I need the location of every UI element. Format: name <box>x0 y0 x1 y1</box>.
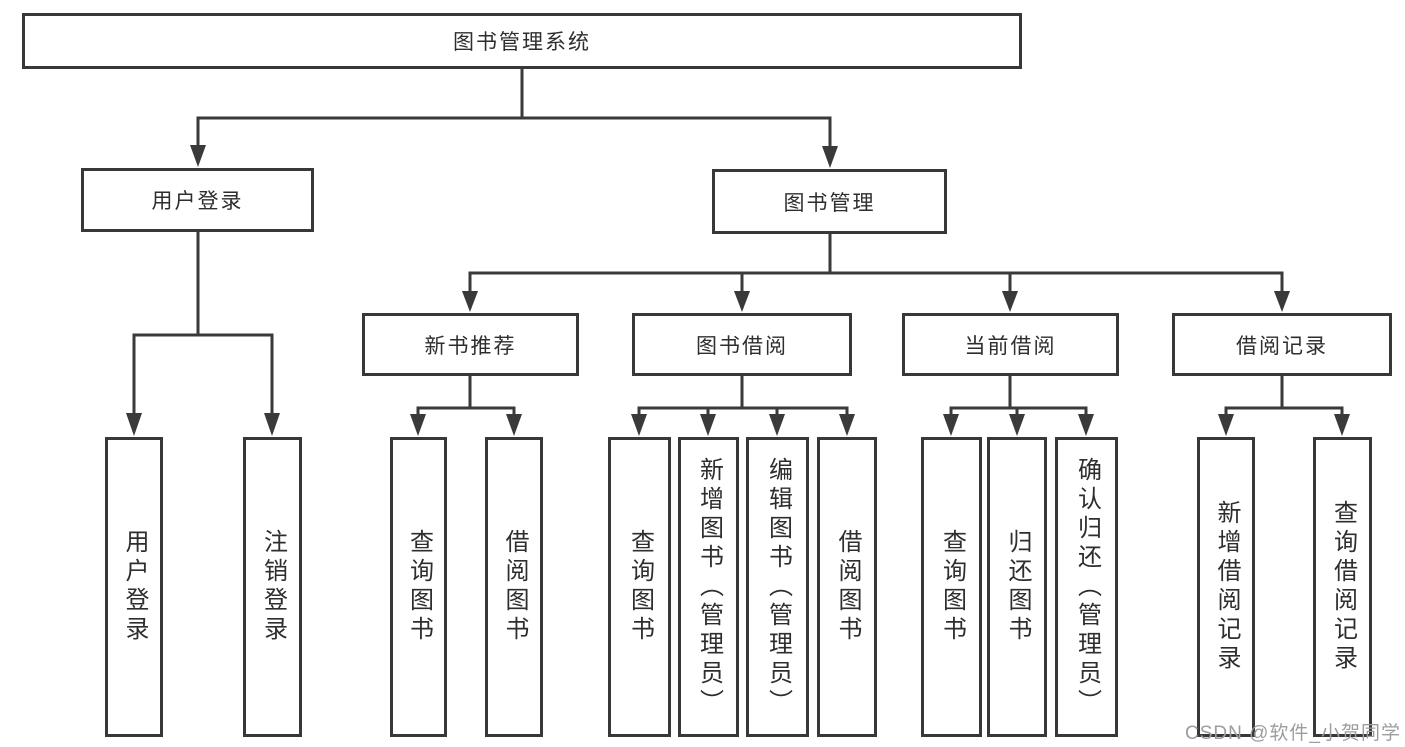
arrowhead-down-icon <box>410 414 426 436</box>
arrowhead-down-icon <box>1009 414 1025 436</box>
arrowhead-down-icon <box>822 146 838 168</box>
node-current-borrow: 当前借阅 <box>902 313 1119 376</box>
node-label: 当前借阅 <box>964 334 1057 358</box>
node-label: 查询图书 <box>626 529 654 645</box>
node-label: 新增图书（管理员） <box>695 456 723 718</box>
arrowhead-down-icon <box>734 291 750 312</box>
node-book-borrow: 图书借阅 <box>632 313 852 376</box>
node-user-login: 用户登录 <box>81 168 314 232</box>
leaf-edit-books-admin: 编辑图书（管理员） <box>746 437 809 737</box>
node-borrow-records: 借阅记录 <box>1172 313 1392 376</box>
node-label: 新书推荐 <box>424 334 517 358</box>
node-label: 借阅图书 <box>834 529 861 645</box>
arrowhead-down-icon <box>839 414 855 436</box>
arrowhead-down-icon <box>943 414 959 436</box>
arrowhead-down-icon <box>126 413 142 436</box>
leaf-borrow-books-recommend: 借阅图书 <box>485 437 543 737</box>
leaf-borrow-books: 借阅图书 <box>817 437 877 737</box>
node-label: 用户登录 <box>121 529 148 645</box>
leaf-confirm-return-admin: 确认归还（管理员） <box>1055 437 1118 737</box>
leaf-user-login: 用户登录 <box>105 437 163 737</box>
leaf-query-books-current: 查询图书 <box>921 437 982 737</box>
node-label: 查询借阅记录 <box>1329 500 1357 674</box>
node-label: 归还图书 <box>1004 529 1031 645</box>
arrowhead-down-icon <box>1274 291 1290 312</box>
node-label: 借阅图书 <box>501 529 528 645</box>
arrowhead-down-icon <box>700 414 716 436</box>
arrowhead-down-icon <box>1002 291 1018 312</box>
csdn-watermark: CSDN @软件_小贺同学 <box>1185 723 1401 744</box>
leaf-return-books: 归还图书 <box>987 437 1047 737</box>
node-label: 新增借阅记录 <box>1213 500 1240 674</box>
arrowhead-down-icon <box>1218 414 1234 436</box>
leaf-logout: 注销登录 <box>243 437 302 737</box>
node-root-system: 图书管理系统 <box>22 13 1022 69</box>
node-label: 确认归还（管理员） <box>1073 456 1101 718</box>
arrowhead-down-icon <box>1334 414 1350 436</box>
leaf-query-borrow-record: 查询借阅记录 <box>1313 437 1372 737</box>
node-new-book-recommend: 新书推荐 <box>362 313 579 376</box>
arrowhead-down-icon <box>1078 414 1094 436</box>
arrowhead-down-icon <box>264 413 280 436</box>
node-label: 借阅记录 <box>1236 334 1328 358</box>
arrowhead-down-icon <box>769 414 785 436</box>
node-label: 查询图书 <box>938 529 966 645</box>
node-label: 图书管理 <box>783 191 876 215</box>
node-label: 图书管理系统 <box>453 31 591 54</box>
arrowhead-down-icon <box>190 145 206 167</box>
leaf-query-books-recommend: 查询图书 <box>390 437 447 737</box>
arrowhead-down-icon <box>506 414 522 436</box>
leaf-add-borrow-record: 新增借阅记录 <box>1197 437 1255 737</box>
node-label: 图书借阅 <box>696 334 788 358</box>
arrowhead-down-icon <box>631 414 647 436</box>
node-label: 用户登录 <box>151 190 244 213</box>
node-book-management: 图书管理 <box>712 169 947 234</box>
node-label: 编辑图书（管理员） <box>764 456 792 718</box>
arrowhead-down-icon <box>462 291 478 312</box>
leaf-add-books-admin: 新增图书（管理员） <box>678 437 739 737</box>
node-label: 查询图书 <box>405 529 433 645</box>
node-label: 注销登录 <box>259 529 287 645</box>
leaf-query-books-borrow: 查询图书 <box>608 437 671 737</box>
